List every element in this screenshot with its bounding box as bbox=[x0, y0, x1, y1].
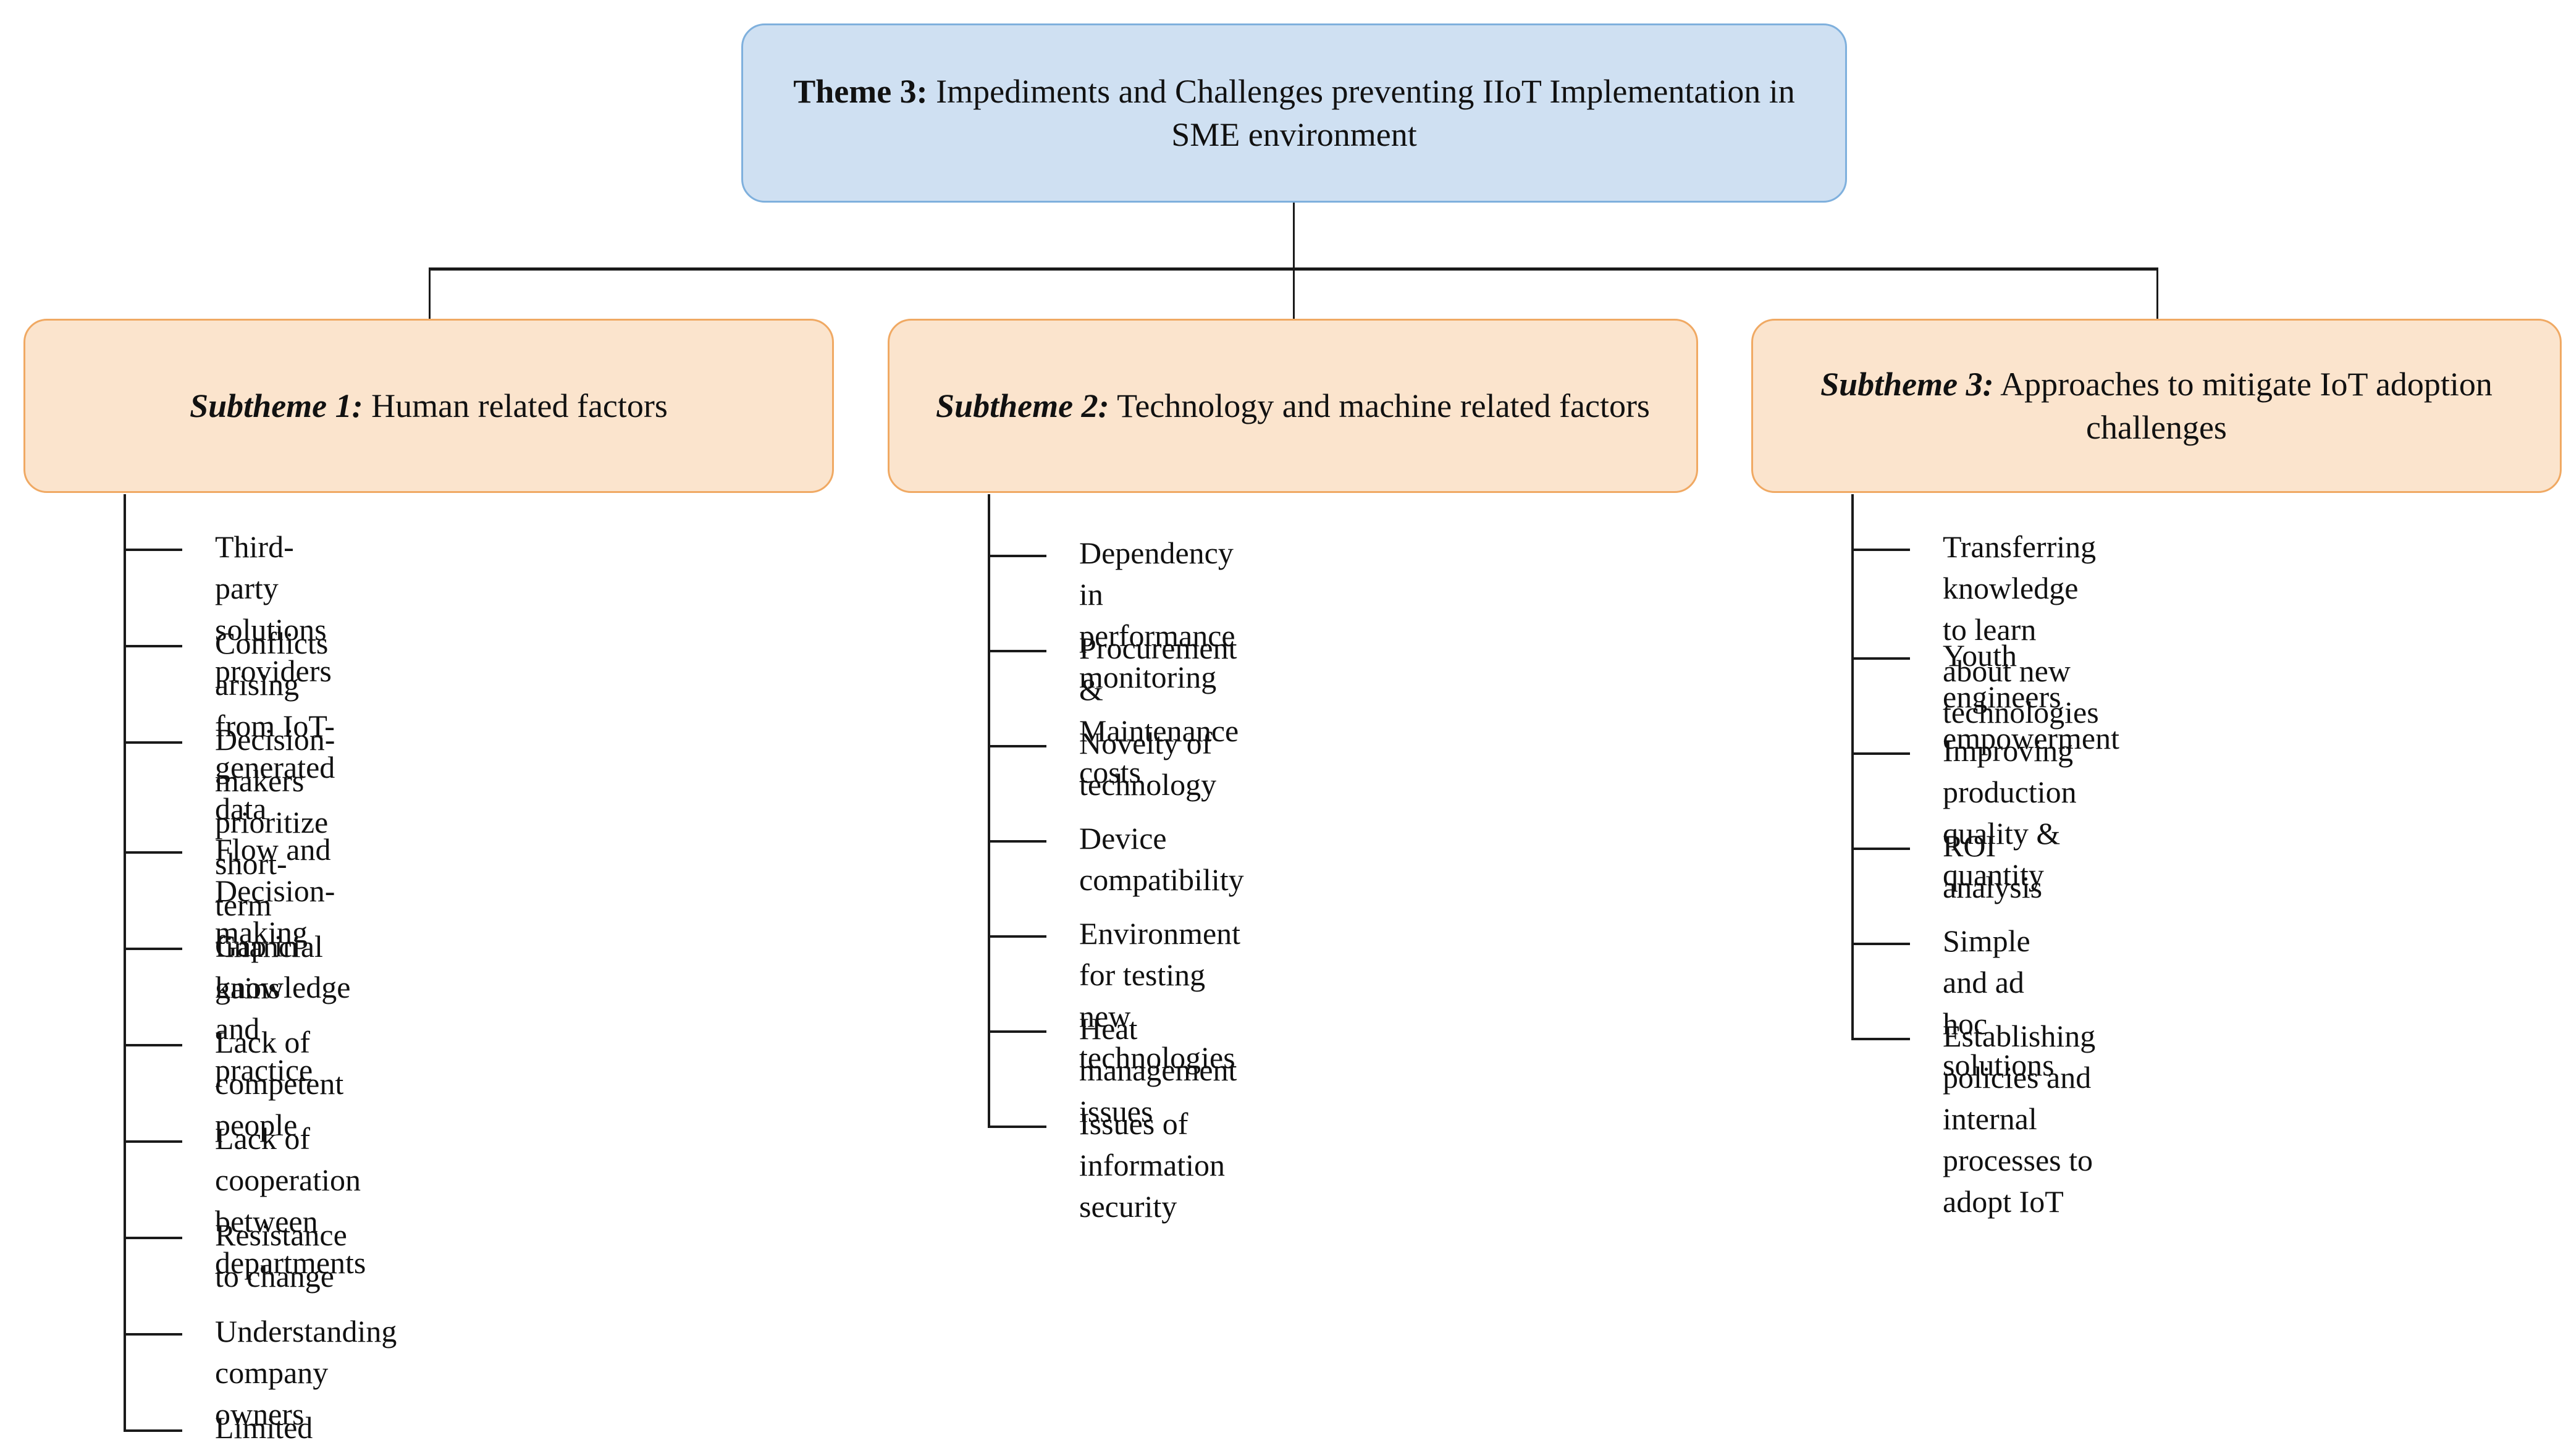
leaf-tick-line bbox=[124, 1429, 182, 1432]
theme-node-lead: Theme 3: bbox=[793, 72, 928, 110]
subtheme-node-2-body: Technology and machine related factors bbox=[1109, 387, 1650, 424]
leaf-item-label: Gap in knowledge and practice bbox=[215, 928, 351, 1087]
leaf-item-label: Conflicts arising from IoT-generated dat… bbox=[215, 626, 335, 826]
leaf-tick-line bbox=[124, 948, 182, 950]
leaf-tick-line bbox=[1851, 943, 1910, 945]
leaf-item-label: Lack of cooperation between departments bbox=[215, 1121, 366, 1280]
leaf-spine bbox=[988, 494, 990, 1128]
leaf-tick-line bbox=[1851, 657, 1910, 660]
leaf-tick-line bbox=[988, 840, 1046, 843]
leaf-spine bbox=[1851, 494, 1854, 1040]
leaf-item-label: Device compatibility bbox=[1079, 821, 1244, 897]
connector-theme-drop bbox=[1293, 203, 1295, 269]
leaf-tick-line bbox=[124, 1044, 182, 1046]
leaf-tick-line bbox=[124, 645, 182, 647]
leaf-item-label: Novelty of technology bbox=[1079, 726, 1217, 802]
leaf-tick-line bbox=[988, 1126, 1046, 1128]
subtheme-node-3-text: Subtheme 3: Approaches to mitigate IoT a… bbox=[1774, 363, 2539, 449]
leaf-tick-line bbox=[124, 741, 182, 744]
subtheme-node-1-lead: Subtheme 1: bbox=[190, 387, 363, 424]
leaf-item-label: Establishing policies and internal proce… bbox=[1943, 1019, 2096, 1219]
connector-drop-subtheme-2 bbox=[1293, 267, 1295, 320]
leaf-tick-line bbox=[988, 555, 1046, 557]
leaf-tick-line bbox=[124, 1333, 182, 1336]
leaf-tick-line bbox=[988, 745, 1046, 747]
leaf-tick-line bbox=[124, 1140, 182, 1143]
subtheme-node-2-lead: Subtheme 2: bbox=[936, 387, 1109, 424]
leaf-tick-line bbox=[1851, 1038, 1910, 1040]
leaf-item-label: Flow and Decision-making bbox=[215, 832, 335, 949]
leaf-item-label: Limited Industrial policies and regulati… bbox=[215, 1410, 334, 1456]
leaf-item-label: Issues of information security bbox=[1079, 1106, 1226, 1224]
leaf-tick-line bbox=[1851, 848, 1910, 850]
leaf-item-label: Lack of competent people bbox=[215, 1025, 344, 1142]
leaf-tick-line bbox=[988, 650, 1046, 652]
leaf-tick-line bbox=[124, 1237, 182, 1239]
leaf-item-label: Environment for testing new technologies bbox=[1079, 916, 1241, 1075]
leaf-item-label: Understanding company owners bbox=[215, 1314, 397, 1431]
subtheme-node-3[interactable]: Subtheme 3: Approaches to mitigate IoT a… bbox=[1751, 319, 2562, 493]
subtheme-node-1-text: Subtheme 1: Human related factors bbox=[190, 384, 668, 427]
theme-node[interactable]: Theme 3: Impediments and Challenges prev… bbox=[741, 23, 1847, 203]
leaf-item-label: Procurement & Maintenance costs bbox=[1079, 631, 1239, 789]
theme-node-body: Impediments and Challenges preventing II… bbox=[927, 72, 1795, 153]
leaf-item-label: Decision-makers prioritize short-term fi… bbox=[215, 722, 335, 1005]
leaf-item-label: Improving production quality & quantity bbox=[1943, 733, 2077, 892]
leaf-item-label: Transferring knowledge to learn about ne… bbox=[1943, 529, 2099, 730]
leaf-item-label: Third-party solutions providers bbox=[215, 529, 332, 688]
subtheme-node-2-text: Subtheme 2: Technology and machine relat… bbox=[936, 384, 1650, 427]
subtheme-node-3-body: Approaches to mitigate IoT adoption chal… bbox=[1993, 365, 2492, 446]
subtheme-node-2[interactable]: Subtheme 2: Technology and machine relat… bbox=[888, 319, 1698, 493]
leaf-item-label: Resistance to change bbox=[215, 1218, 347, 1294]
leaf-tick-line bbox=[124, 549, 182, 551]
connector-drop-subtheme-3 bbox=[2156, 267, 2158, 320]
leaf-tick-line bbox=[988, 1030, 1046, 1033]
leaf-tick-line bbox=[1851, 752, 1910, 755]
connector-drop-subtheme-1 bbox=[429, 267, 431, 320]
leaf-item-label: Dependency in performance monitoring bbox=[1079, 536, 1235, 694]
leaf-tick-line bbox=[1851, 549, 1910, 551]
theme-node-text: Theme 3: Impediments and Challenges prev… bbox=[764, 70, 1824, 156]
subtheme-node-1[interactable]: Subtheme 1: Human related factors bbox=[23, 319, 834, 493]
leaf-tick-line bbox=[988, 935, 1046, 938]
leaf-spine bbox=[124, 494, 126, 1432]
leaf-tick-line bbox=[124, 851, 182, 854]
leaf-item-label: Heat management issues bbox=[1079, 1011, 1237, 1129]
subtheme-node-3-lead: Subtheme 3: bbox=[1820, 365, 1994, 403]
leaf-item-label: Simple and ad hoc solutions bbox=[1943, 924, 2055, 1082]
subtheme-node-1-body: Human related factors bbox=[363, 387, 668, 424]
leaf-item-label: ROI analysis bbox=[1943, 828, 2043, 904]
leaf-item-label: Youth engineers empowerment bbox=[1943, 638, 2120, 755]
